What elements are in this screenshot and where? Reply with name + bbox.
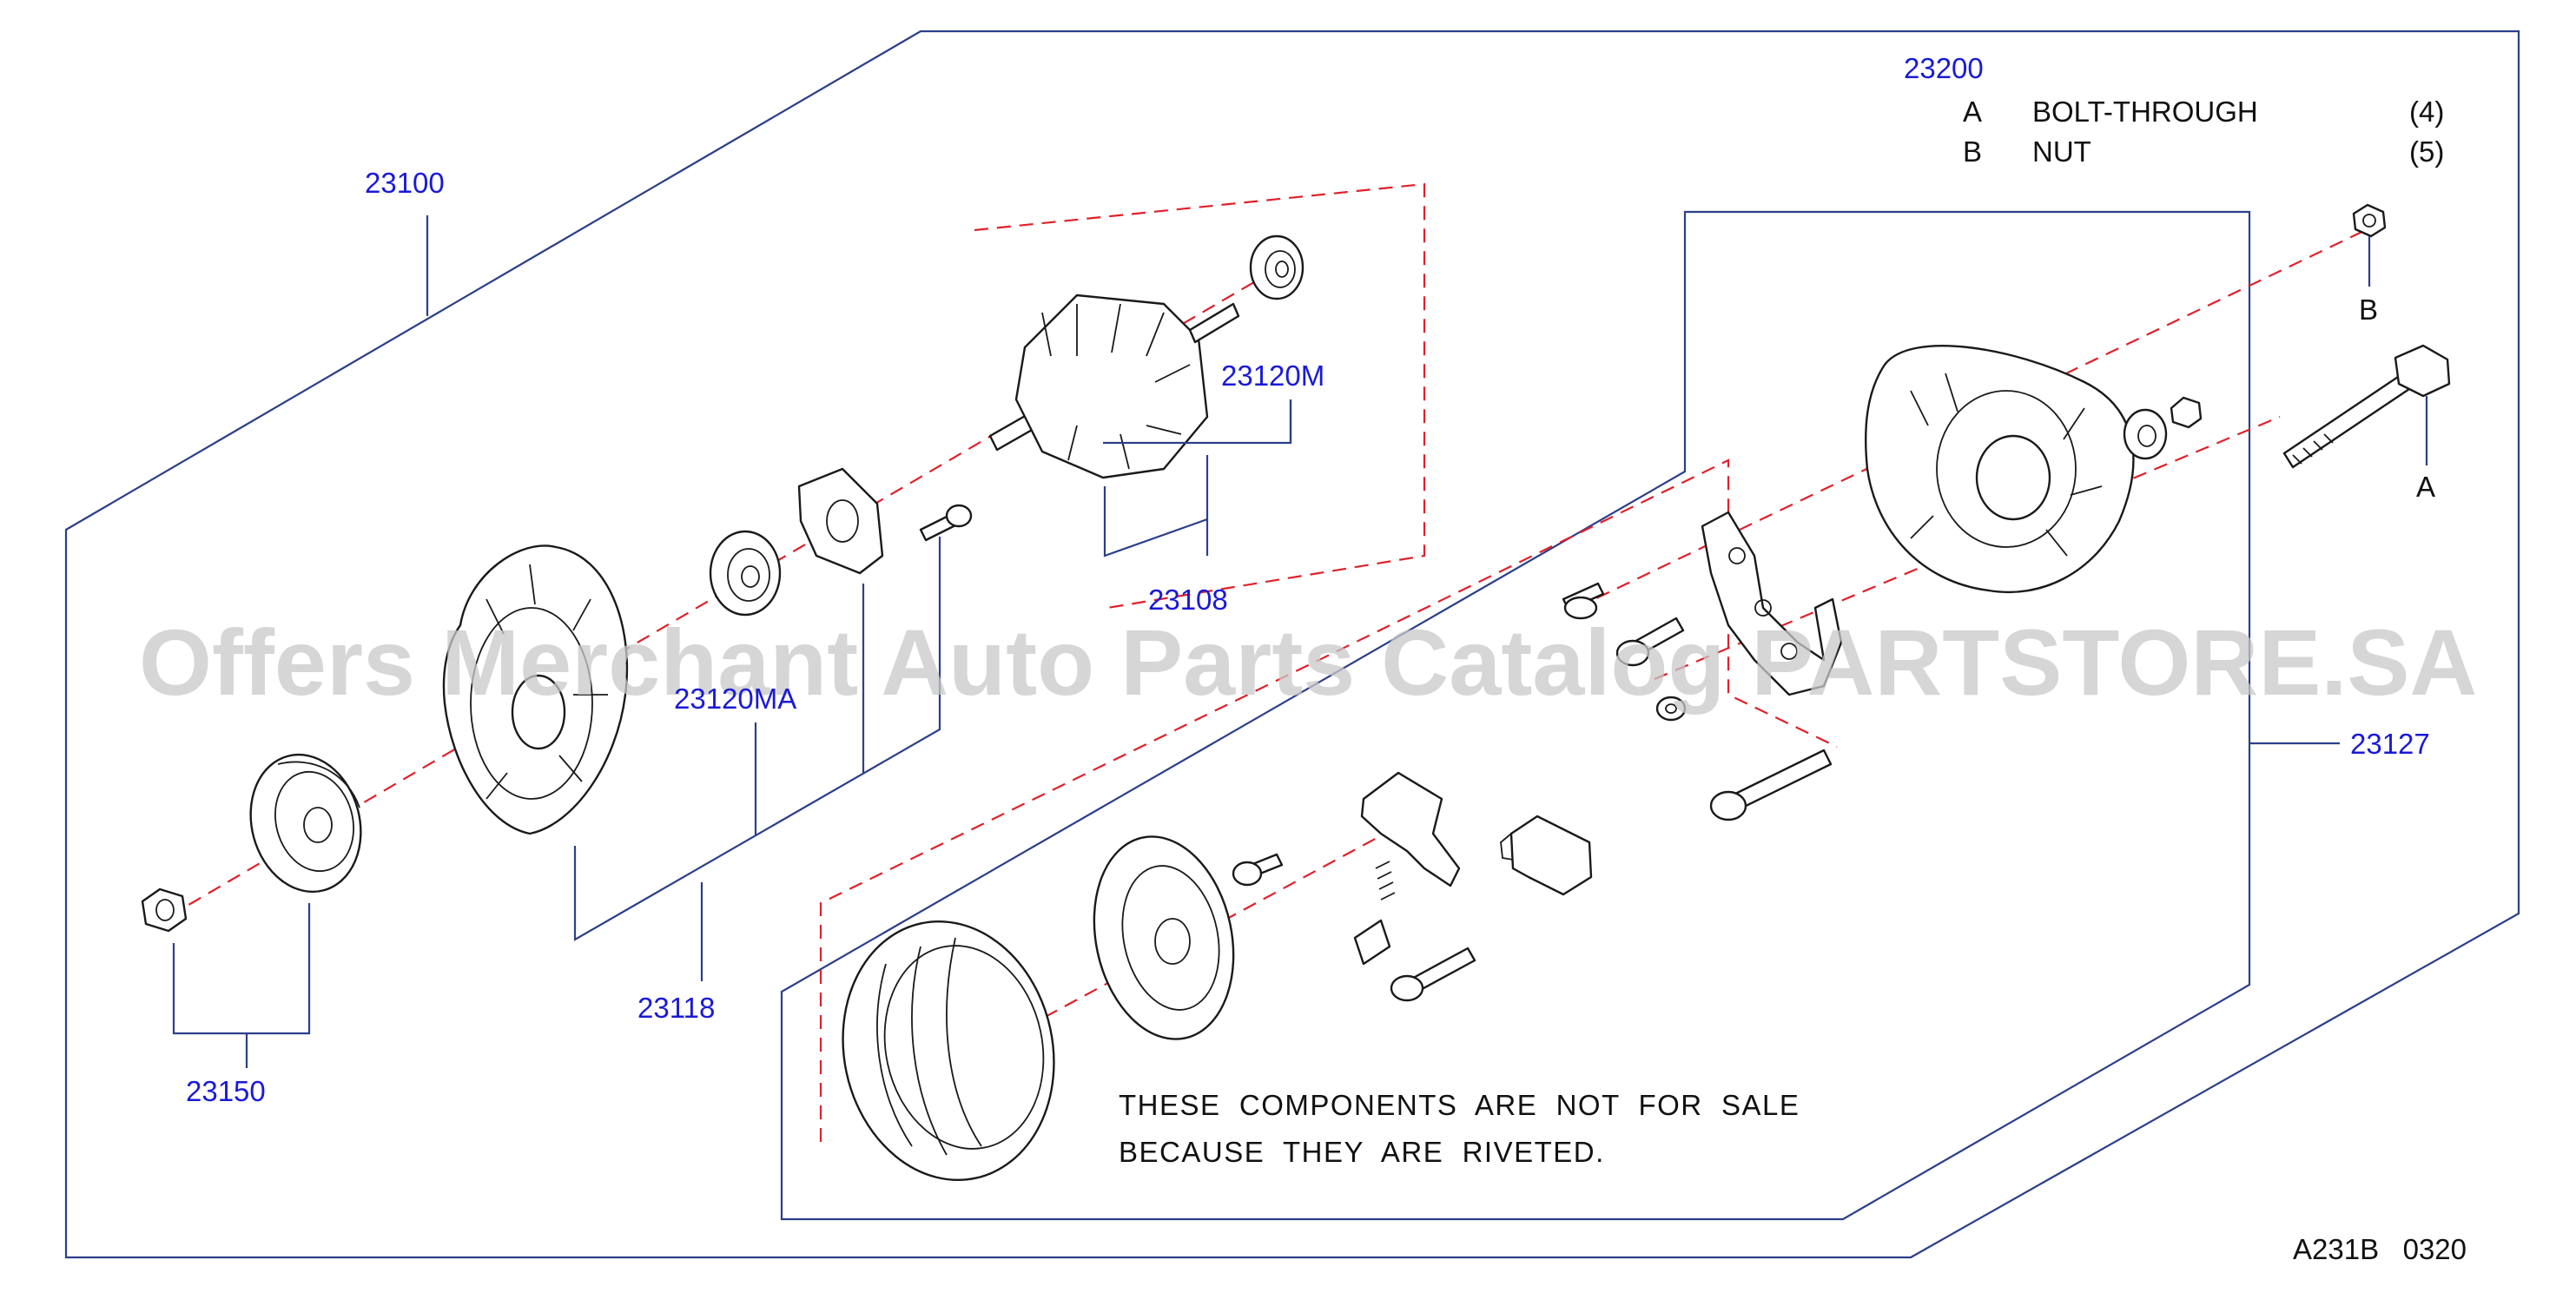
callout-23150[interactable]: 23150	[186, 1075, 266, 1107]
leader-23108	[1103, 455, 1209, 557]
rear-screw-1-part	[1562, 582, 1605, 620]
pulley-part	[249, 753, 362, 894]
callout-23118[interactable]: 23118	[637, 992, 715, 1024]
callout-23108[interactable]: 23108	[1148, 584, 1228, 616]
legend-name-a: BOLT-THROUGH	[2032, 96, 2258, 128]
front-bearing-part	[709, 530, 782, 617]
riveted-enclosure-dash	[819, 458, 1838, 1142]
retainer-screw-part	[919, 504, 973, 542]
rear-long-screw-part	[1709, 749, 1833, 821]
legend-name-b: NUT	[2032, 135, 2091, 168]
regulator-part	[1500, 815, 1593, 896]
note-line-2: BECAUSE THEY ARE RIVETED.	[1119, 1136, 1605, 1168]
fan-disc-part	[1093, 835, 1235, 1040]
figure-code: A231B 0320	[2293, 1233, 2467, 1265]
through-bolt-a-part	[2282, 344, 2451, 469]
callout-23200[interactable]: 23200	[1904, 52, 1984, 84]
callout-23120M[interactable]: 23120M	[1221, 360, 1324, 392]
rotor-part	[988, 294, 1240, 479]
point-label-b: B	[2359, 294, 2378, 326]
rear-housing-part	[1865, 345, 2135, 594]
point-label-a: A	[2416, 471, 2435, 503]
stator-part	[842, 920, 1055, 1182]
rear-screw-2-part	[1615, 617, 1685, 667]
callout-23127[interactable]: 23127	[2350, 728, 2430, 760]
outer-frame	[64, 30, 2520, 1259]
callout-23120MA[interactable]: 23120MA	[674, 683, 796, 715]
legend-key-b: B	[1963, 135, 1982, 168]
brush-holder-part	[1353, 771, 1461, 966]
legend: A BOLT-THROUGH (4) B NUT (5)	[1963, 96, 2444, 168]
rear-screw-3-part	[1655, 696, 1687, 722]
legend-key-a: A	[1963, 96, 1982, 128]
front-housing-part	[442, 544, 629, 835]
callout-23100[interactable]: 23100	[365, 167, 445, 199]
leader-23118	[573, 537, 941, 941]
rear-spacer-part	[2123, 396, 2203, 460]
retainer-plate-part	[797, 467, 884, 575]
legend-qty-b: (5)	[2409, 135, 2444, 168]
legend-qty-a: (4)	[2409, 96, 2444, 128]
brush-bolt-part	[1390, 947, 1476, 1002]
nut-b-part	[2352, 203, 2387, 238]
inner-frame	[780, 210, 2251, 1221]
note-line-1: THESE COMPONENTS ARE NOT FOR SALE	[1119, 1089, 1800, 1121]
rectifier-plate-part	[1701, 511, 1843, 696]
watermark-text: Offers Merchant Auto Parts Catalog PARTS…	[139, 610, 2477, 715]
pulley-nut-part	[141, 887, 188, 933]
rotor-enclosure-dash	[974, 182, 1426, 610]
rotor-bearing-part	[1249, 234, 1305, 300]
brush-screw-part	[1232, 853, 1284, 887]
leader-23150	[172, 903, 311, 1035]
